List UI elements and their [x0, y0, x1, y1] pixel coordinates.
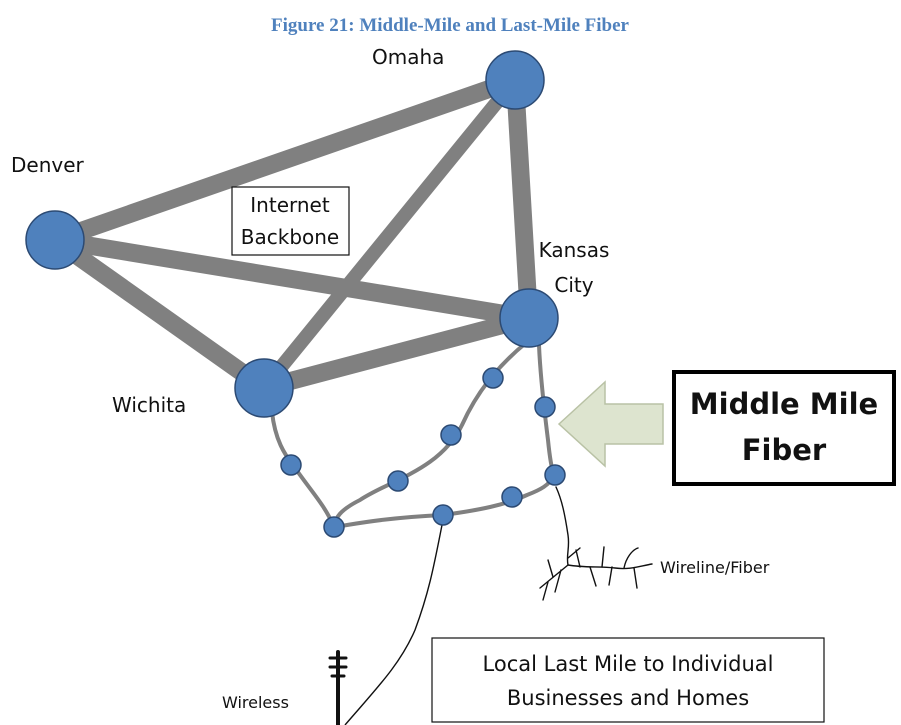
wireless-tower-icon [328, 650, 348, 725]
left-arrow-icon [557, 380, 664, 468]
backbone-label-box: Internet Backbone [231, 186, 350, 256]
backbone-links [46, 71, 538, 397]
wireline-label: Wireline/Fiber [660, 558, 770, 577]
wireless-link [344, 519, 444, 725]
middle-mile-node [501, 486, 523, 508]
middle-mile-nodes [280, 367, 566, 538]
city-node-kansas-city [499, 288, 559, 348]
city-label-omaha: Omaha [372, 45, 444, 69]
city-node-omaha [485, 50, 545, 110]
backbone-link-denver-kansas-city [46, 231, 538, 327]
backbone-link-wichita-kansas-city [255, 309, 538, 397]
backbone-label: Backbone [241, 225, 339, 249]
middle-mile-node [544, 464, 566, 486]
city-node-denver [25, 210, 85, 270]
middle-mile-label: Fiber [742, 433, 827, 467]
last-mile-label: Local Last Mile to Individual [483, 652, 774, 676]
city-nodes [25, 50, 559, 418]
middle-mile-node [482, 367, 504, 389]
middle-mile-node [280, 454, 302, 476]
wireline-tree [539, 486, 653, 601]
middle-mile-node [323, 516, 345, 538]
city-label-wichita: Wichita [112, 393, 186, 417]
middle-mile-node [440, 424, 462, 446]
middle-mile-node [432, 504, 454, 526]
city-label-kansas-city: Kansas [539, 238, 610, 262]
backbone-link-omaha-wichita [257, 73, 522, 395]
middle-mile-node [534, 396, 556, 418]
backbone-label: Internet [250, 193, 330, 217]
wireless-label: Wireless [222, 693, 289, 712]
last-mile-label-box: Local Last Mile to Individual Businesses… [431, 637, 825, 723]
backbone-link-denver-wichita [46, 231, 273, 397]
figure-caption: Figure 21: Middle-Mile and Last-Mile Fib… [271, 15, 630, 36]
city-node-wichita [234, 358, 294, 418]
middle-mile-node [387, 470, 409, 492]
city-label-kansas-city: City [554, 273, 593, 297]
city-label-denver: Denver [11, 153, 85, 177]
last-mile-label: Businesses and Homes [507, 686, 749, 710]
backbone-link-denver-omaha [46, 71, 524, 249]
middle-mile-route-south [332, 473, 556, 529]
middle-mile-label: Middle Mile [690, 387, 878, 421]
backbone-link-omaha-kansas-city [506, 71, 538, 327]
middle-mile-label-box: Middle Mile Fiber [672, 370, 896, 486]
